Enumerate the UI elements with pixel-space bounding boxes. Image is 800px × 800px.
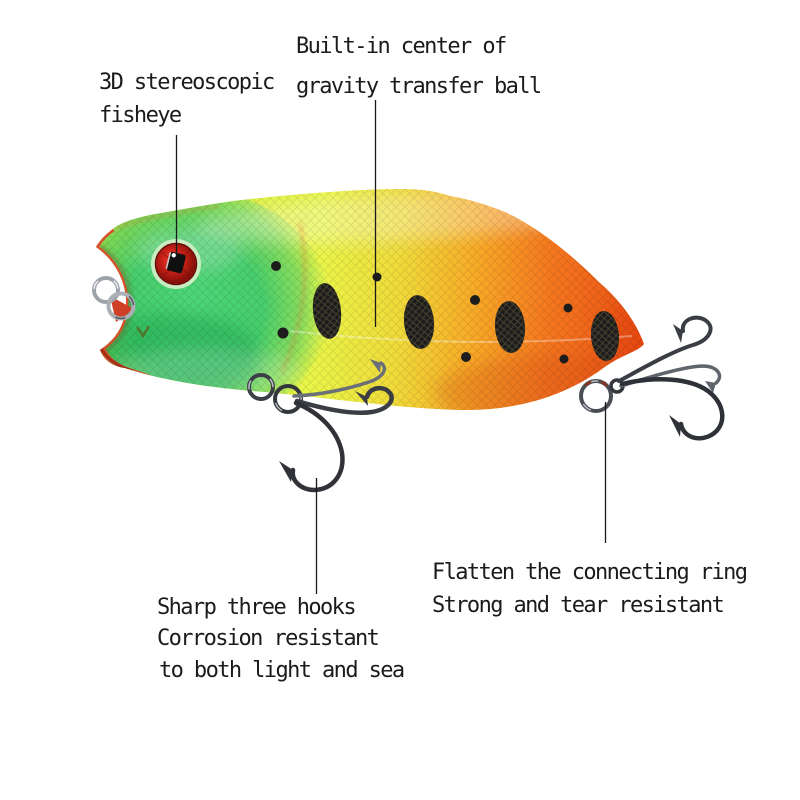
tail-split-ring bbox=[579, 379, 613, 413]
belly-treble-hook bbox=[247, 359, 394, 493]
label-connecting-ring-line1: Flatten the connecting ring bbox=[432, 560, 748, 585]
label-fisheye-line2: fisheye bbox=[99, 103, 182, 128]
label-hooks-line2: Corrosion resistant bbox=[157, 626, 380, 651]
label-fisheye-line1: 3D stereoscopic bbox=[99, 70, 275, 95]
label-hooks-line3: to both light and sea bbox=[159, 658, 405, 683]
label-gravity-ball-line1: Built-in center of bbox=[296, 34, 507, 59]
lure-eye bbox=[151, 239, 201, 289]
scale-texture bbox=[96, 189, 644, 410]
label-hooks-line1: Sharp three hooks bbox=[157, 595, 357, 620]
tail-treble-hook bbox=[609, 315, 725, 441]
label-connecting-ring-line2: Strong and tear resistant bbox=[432, 593, 725, 618]
spot-pattern bbox=[271, 261, 620, 364]
nose-split-rings bbox=[92, 276, 136, 322]
label-gravity-ball-line2: gravity transfer ball bbox=[296, 74, 542, 99]
chin-mark bbox=[135, 325, 151, 339]
lure-body bbox=[96, 189, 644, 410]
